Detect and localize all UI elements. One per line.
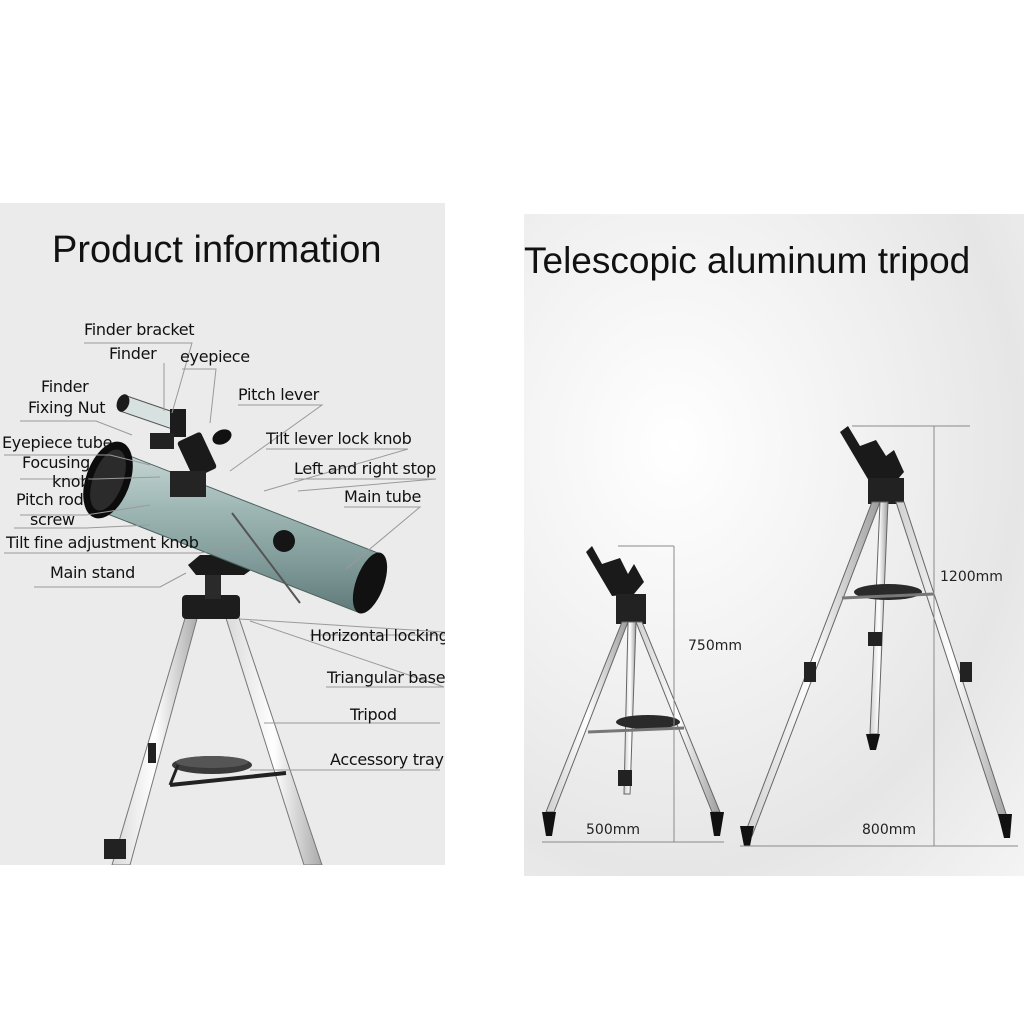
finder-scope: [116, 394, 186, 449]
label-tilt-fine-adjustment-knob: Tilt fine adjustment knob: [6, 533, 199, 552]
label-pitch-lever: Pitch lever: [238, 385, 319, 404]
label-finder-fixing-nut-line1: Finder: [41, 377, 89, 396]
small-tripod-width: 500mm: [586, 822, 640, 838]
eyepiece-assembly: [170, 429, 295, 552]
label-finder-bracket: Finder bracket: [84, 320, 195, 339]
tripod-panel: Telescopic aluminum tripod: [524, 214, 1024, 876]
label-eyepiece: eyepiece: [180, 347, 250, 366]
label-leader-lines: [4, 342, 445, 771]
label-tilt-lever-lock-knob: Tilt lever lock knob: [266, 429, 412, 448]
dimension-lines: [542, 425, 1018, 847]
label-focusing-knob-line2: knob: [52, 472, 91, 491]
label-triangular-base: Triangular base: [327, 668, 445, 687]
telescope-illustration: [4, 342, 445, 865]
product-info-panel: Product information: [0, 203, 445, 865]
label-accessory-tray: Accessory tray: [330, 750, 444, 769]
tripod-title: Telescopic aluminum tripod: [524, 240, 971, 281]
label-pitch-rod-screw-line2: screw: [30, 510, 75, 529]
accessory-tray: [168, 756, 287, 787]
tripod-illustration: [542, 425, 1018, 847]
product-info-title: Product information: [52, 229, 382, 271]
large-tripod-height: 1200mm: [940, 569, 1003, 585]
label-finder-fixing-nut-line2: Fixing Nut: [28, 398, 106, 417]
label-finder: Finder: [109, 344, 157, 363]
small-tripod-height: 750mm: [688, 638, 742, 654]
label-main-tube: Main tube: [344, 487, 421, 506]
label-main-stand: Main stand: [50, 563, 135, 582]
label-pitch-rod-screw-line1: Pitch rod: [16, 490, 84, 509]
label-eyepiece-tube: Eyepiece tube: [2, 433, 113, 452]
label-left-right-stop: Left and right stop: [294, 459, 436, 478]
label-focusing-knob-line1: Focusing: [22, 453, 91, 472]
large-tripod: [740, 426, 1012, 846]
main-tube: [83, 441, 388, 614]
label-horizontal-locking-knob: Horizontal locking knob: [310, 626, 445, 645]
tripod-legs: [104, 614, 323, 865]
small-tripod: [542, 546, 724, 836]
label-tripod: Tripod: [350, 705, 397, 724]
large-tripod-width: 800mm: [862, 822, 916, 838]
